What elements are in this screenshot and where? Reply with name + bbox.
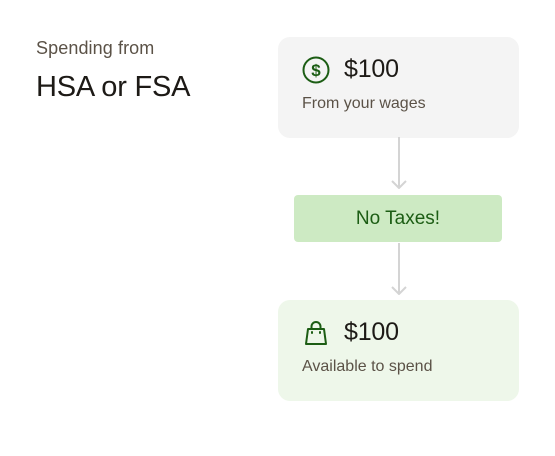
svg-text:$: $ [311, 61, 321, 80]
flow-arrow-down-icon [391, 137, 407, 189]
no-taxes-badge: No Taxes! [294, 195, 502, 242]
result-card: $100 Available to spend [278, 300, 519, 401]
flow-arrow-down-icon [391, 243, 407, 295]
source-amount: $100 [344, 55, 399, 83]
page-title: HSA or FSA [36, 71, 191, 103]
source-amount-row: $ $100 [302, 55, 399, 84]
page-subtitle: Spending from [36, 38, 155, 58]
source-caption: From your wages [302, 95, 426, 112]
dollar-circle-icon: $ [302, 56, 330, 84]
result-amount: $100 [344, 318, 399, 346]
result-caption: Available to spend [302, 358, 433, 375]
result-amount-row: $100 [302, 318, 399, 347]
source-card: $ $100 From your wages [278, 37, 519, 138]
shopping-bag-icon [302, 319, 330, 347]
